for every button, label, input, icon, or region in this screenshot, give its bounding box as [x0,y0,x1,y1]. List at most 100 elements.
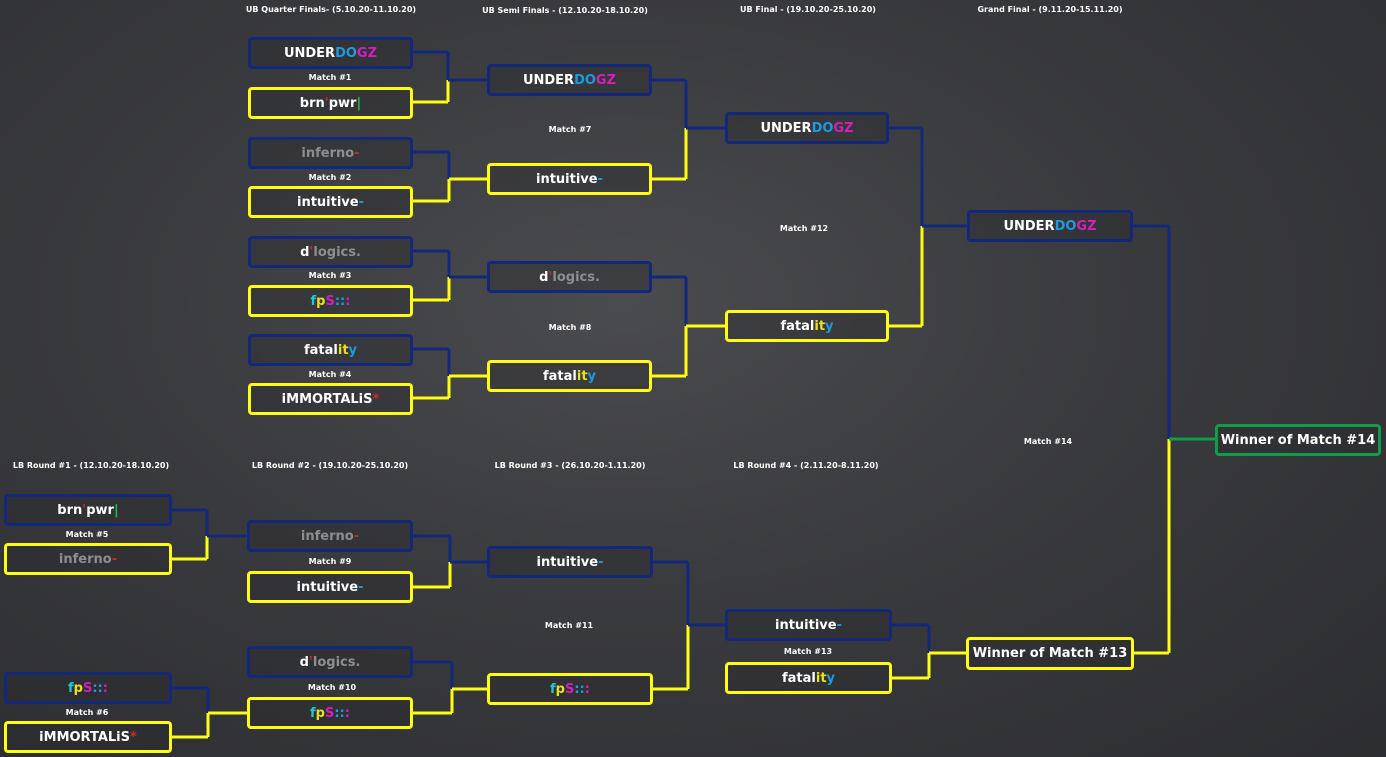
team-name-part: : [345,293,351,309]
team-name-part: ' [548,269,553,285]
match-label-13: Match #13 [783,647,833,656]
team-slot-lb1b[interactable]: inferno - [4,543,172,575]
winner-match-14-slot[interactable]: Winner of Match #14 [1215,424,1381,456]
team-slot-lb2a[interactable]: inferno - [247,520,413,552]
team-slot-qf5[interactable]: d'logics. [248,236,413,268]
team-slot-lb1d[interactable]: iMMORTALiS* [4,721,172,753]
team-name-part: brn [57,502,83,518]
team-slot-qf8[interactable]: iMMORTALiS* [248,383,413,415]
team-name-part: inferno [58,551,112,567]
match-label-6: Match #6 [65,708,109,717]
match-label-11: Match #11 [544,621,594,630]
team-name-part: f [550,681,556,697]
team-name-part: GZ [595,72,617,88]
header-lb-round-3: LB Round #3 - (26.10.20-1.11.20) [494,461,646,470]
team-slot-qf4[interactable]: intuitive - [248,186,413,218]
team-name-part: d [300,244,310,260]
team-name-part: it [576,368,588,384]
team-name-part: iMMORTALiS [281,391,373,407]
team-name-part: - [358,579,364,595]
team-name-part: intuitive [774,617,837,633]
team-name-part: f [310,705,316,721]
team-slot-lb3a[interactable]: intuitive - [487,546,653,578]
team-name-part: :: [334,293,346,309]
team-name-part: brn [299,95,325,111]
team-name-part: y [587,368,597,384]
team-name-part: intuitive [296,194,359,210]
header-lb-round-4: LB Round #4 - (2.11.20-8.11.20) [733,461,879,470]
team-name-part: S [324,705,335,721]
team-name-part: :: [574,681,585,697]
team-name-part: ' [324,95,329,111]
team-slot-lb1a[interactable]: brn'pwr| [4,494,172,526]
team-name-part: d [299,654,309,670]
team-name-part: UNDER [1003,218,1055,234]
team-name-part: iMMORTALiS [39,729,131,745]
team-slot-sf3[interactable]: d'logics. [487,261,652,293]
team-name-part: f [68,680,74,696]
team-name-part: - [354,145,360,161]
team-name-part: UNDER [283,45,336,61]
team-name-part: GZ [833,120,854,136]
match-label-12: Match #12 [779,224,829,233]
team-name-part: it [815,670,827,686]
team-name-part: - [353,528,360,544]
team-slot-lb2b[interactable]: intuitive - [247,571,413,603]
team-name-part: p [316,293,326,309]
match-label-9: Match #9 [308,557,352,566]
team-name-part: it [337,342,349,358]
team-slot-qf2[interactable]: brn'pwr| [248,87,413,119]
header-ub-final: UB Final - (19.10.20-25.10.20) [740,5,876,14]
header-ub-quarter-finals: UB Quarter Finals- (5.10.20-11.10.20) [245,5,417,14]
team-name-part: GZ [1076,218,1097,234]
header-grand-final: Grand Final - (9.11.20-15.11.20) [977,5,1123,14]
team-name-part: | [113,502,119,518]
team-name-part: * [372,391,380,407]
team-name-part: UNDER [760,120,812,136]
header-lb-round-2: LB Round #2 - (19.10.20-25.10.20) [251,461,409,470]
team-name-part: : [344,705,350,721]
team-name-part: logics [552,269,595,285]
team-name-part: - [111,551,118,567]
team-name-part: inferno [301,145,355,161]
team-name-part: - [836,617,842,633]
team-slot-sf2[interactable]: intuitive - [487,163,652,195]
match-label-3: Match #3 [308,271,352,280]
team-name-part: - [358,194,364,210]
team-name-part: * [130,729,137,745]
team-name-part: p [555,681,565,697]
team-name-part: ' [308,654,313,670]
team-name-part: f [310,293,317,309]
team-name-part: fatal [781,670,816,686]
team-name-part: ' [309,244,314,260]
team-name-part: y [348,342,358,358]
winner-match-13-slot[interactable]: Winner of Match #13 [966,637,1134,670]
team-name-part: fatal [542,368,577,384]
team-name-part: d [539,269,549,285]
team-slot-lb2c[interactable]: d'logics. [247,646,413,678]
team-name-part: pwr [328,95,357,111]
team-name-part: DO [1054,218,1077,234]
team-name-part: . [355,244,361,260]
team-slot-lb4a[interactable]: intuitive - [725,609,892,641]
match-label-5: Match #5 [65,530,109,539]
team-name-part: DO [811,120,834,136]
team-name-part: :: [92,680,103,696]
team-name-part: intuitive [296,579,359,595]
match-label-8: Match #8 [548,323,592,332]
team-slot-qf3[interactable]: inferno - [248,137,413,169]
team-name-part: ' [82,502,87,518]
